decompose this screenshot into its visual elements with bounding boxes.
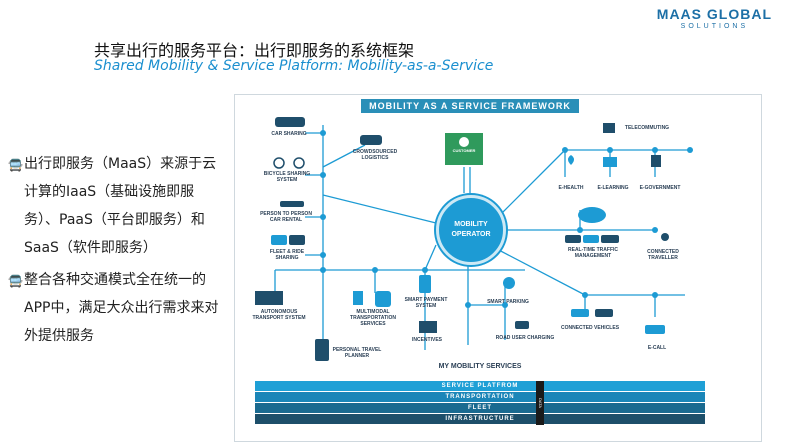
node-incentives: INCENTIVES [411,337,442,343]
node-smart-payment: SMART PAYMENT SYSTEM [404,297,448,309]
bar-fleet: FLEET [255,403,705,413]
page-title-cn: 共享出行的服务平台：出行即服务的系统框架 [94,41,415,60]
node-travel-planner: PERSONAL TRAVEL PLANNER [332,347,382,359]
bullet-item: 🚍 整合各种交通模式全在统一的APP中，满足大众出行需求来对外提供服务 [8,266,230,350]
node-connected-traveller: CONNECTED TRAVELLER [647,249,679,261]
connection-lines [255,117,693,361]
bar-infrastructure: INFRASTRUCTURE [255,414,705,424]
node-road-user-charging: ROAD USER CHARGING [495,335,555,341]
node-smart-parking: SMART PARKING [487,299,529,305]
node-crowdsourced-logistics: CROWDSOURCED LOGISTICS [352,149,398,161]
data-bar: DATA [536,381,544,425]
company-logo: MAAS GLOBAL SOLUTIONS [657,6,772,30]
logo-line1: MAAS GLOBAL [656,6,772,22]
bullet-text: 整合各种交通模式全在统一的APP中，满足大众出行需求来对外提供服务 [24,272,219,344]
node-e-learning: E-LEARNING [597,185,629,191]
node-traffic-management: REAL-TIME TRAFFIC MANAGEMENT [568,247,618,259]
bullet-text: 出行即服务（MaaS）来源于云计算的IaaS（基础设施即服务）、PaaS（平台即… [24,156,217,256]
bar-transportation: TRANSPORTATION [255,392,705,402]
node-fleet-ride-sharing: FLEET & RIDE SHARING [269,249,305,261]
bar-service-platform: SERVICE PLATFROM [255,381,705,391]
bus-icon: 🚍 [8,158,23,172]
page-title-en: Shared Mobility & Service Platform: Mobi… [94,58,494,74]
node-e-call: E-CALL [647,345,667,351]
mobility-operator: MOBILITY OPERATOR [436,195,506,265]
maas-framework-diagram: MOBILITY AS A SERVICE FRAMEWORK CUSTOMER… [234,94,762,442]
node-multimodal: MULTIMODAL TRANSPORTATION SERVICES [350,309,396,327]
node-autonomous-transport: AUTONOMOUS TRANSPORT SYSTEM [252,309,306,321]
my-mobility-services-title: MY MOBILITY SERVICES [438,363,522,370]
customer-node: CUSTOMER [445,133,483,165]
node-connected-vehicles: CONNECTED VEHICLES [560,325,620,331]
customer-label: CUSTOMER [452,148,476,153]
framework-title: MOBILITY AS A SERVICE FRAMEWORK [361,99,579,113]
node-bicycle-sharing: BICYCLE SHARING SYSTEM [263,171,311,183]
person-icon [459,137,469,147]
bus-icon: 🚍 [8,274,23,288]
operator-label: MOBILITY OPERATOR [451,221,491,238]
logo-line2: SOLUTIONS [680,23,749,30]
bullet-list: 🚍 出行即服务（MaaS）来源于云计算的IaaS（基础设施即服务）、PaaS（平… [8,150,230,354]
bullet-item: 🚍 出行即服务（MaaS）来源于云计算的IaaS（基础设施即服务）、PaaS（平… [8,150,230,262]
node-telecommuting: TELECOMMUTING [624,125,670,131]
node-e-government: E-GOVERNMENT [639,185,681,191]
node-p2p-rental: PERSON TO PERSON CAR RENTAL [260,211,312,223]
car-sharing-icon [275,117,305,127]
node-e-health: E-HEALTH [558,185,584,191]
node-car-sharing: CAR SHARING [271,131,307,137]
